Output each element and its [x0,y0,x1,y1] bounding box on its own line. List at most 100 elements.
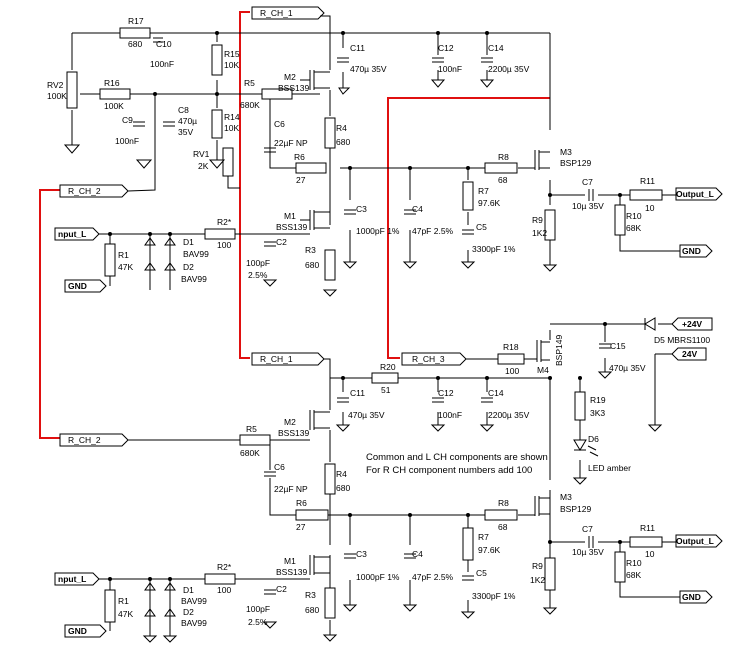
lbl-b-M4-val: BSP149 [554,335,564,366]
lbl-b-M3-val: BSP129 [560,504,591,514]
lbl-b-C6-val: 22µF NP [274,484,308,494]
lbl-b-R9-val: 1K2 [530,575,545,585]
R6-body-b [295,509,329,521]
R8-body-b [484,509,518,521]
lbl-b-R7-val: 97.6K [478,545,501,555]
junctions-top [108,31,622,236]
lbl-b-R8-ref: R8 [498,498,509,508]
lbl-b-R5-val: 680K [240,448,260,458]
lbl-R9-ref: R9 [532,215,543,225]
capacitors-top [133,37,594,247]
lbl-b-C2-val1: 100pF [246,604,270,614]
R20-body [371,372,399,384]
lbl-b-C14-val: 2200µ 35V [488,410,530,420]
diodes-top [144,237,176,271]
R11-body [629,189,663,201]
red-link-r-ch-3 [387,97,550,359]
flag-gnd-bottom-left [64,624,107,638]
R11-body-b [629,536,663,548]
wires-bottom [99,323,680,636]
resistors-bottom [104,353,663,623]
lbl-b-C7-val: 10µ 35V [572,547,604,557]
flag-output-bottom [675,534,723,548]
R16-body [99,88,131,100]
lbl-b-R1-ref: R1 [118,596,129,606]
lbl-b-R11-ref: R11 [640,523,655,533]
lbl-b-M2-val: BSS139 [278,428,309,438]
lbl-C10-ref: C10 [156,39,172,49]
note-line-1: Common and L CH components are shown [366,452,548,463]
flag-r-ch-2-top-text: R_CH_2 [68,186,101,196]
R19-body [574,391,586,421]
lbl-b-C11-ref: C11 [350,388,365,398]
flag-r-ch-1-bottom [251,352,325,366]
top-half: R_CH_1 R_CH_2 nput_L GND Output_L GND [47,6,723,297]
flag-24v-text: 24V [682,349,697,359]
lbl-R11-ref: R11 [640,176,655,186]
lbl-R8-ref: R8 [498,152,509,162]
flag-gnd-top-right-text: GND [682,246,701,256]
lbl-b-C5-ref: C5 [476,568,487,578]
lbl-b-D1-val: BAV99 [181,596,207,606]
lbl-C3-ref: C3 [356,204,367,214]
lbl-R4-val: 680 [336,137,350,147]
lbl-C8-val1: 470µ [178,116,197,126]
lbl-b-C4-val: 47pF 2.5% [412,572,454,582]
lbl-C8-val2: 35V [178,127,193,137]
R9-body [544,209,556,241]
flag-r-ch-2-bottom-text: R_CH_2 [68,435,101,445]
lbl-b-D2-ref: D2 [183,607,194,617]
flag-r-ch-3-text: R_CH_3 [412,354,445,364]
RV2-body [66,71,78,109]
flag-plus24v [671,317,713,331]
lbl-R1-val: 47K [118,262,133,272]
lbl-C8-ref: C8 [178,105,189,115]
bottom-half: R_CH_1 R_CH_3 R_CH_2 +24V 24V Output_L G… [54,317,723,643]
lbl-b-R3-val: 680 [305,605,319,615]
lbl-b-R18-ref: R18 [503,342,519,352]
lbl-RV2-val: 100K [47,91,67,101]
R17-body [119,27,151,39]
lbl-b-R7-ref: R7 [478,532,489,542]
lbl-b-R3-ref: R3 [305,590,316,600]
flag-output-top [675,187,723,201]
lbl-R10-val: 68K [626,223,641,233]
lbl-D1-val: BAV99 [183,249,209,259]
flag-r-ch-1-top-text: R_CH_1 [260,8,293,18]
lbl-C2-val2: 2.5% [248,270,268,280]
lbl-b-R10-val: 68K [626,570,641,580]
lbl-b-R19-val: 3K3 [590,408,605,418]
flag-input-bottom [54,572,100,586]
R8-body [484,162,518,174]
lbl-R14-val: 10K [224,123,239,133]
lbl-R2-ref: R2* [217,217,232,227]
flag-output-top-text: Output_L [676,189,714,199]
R3-body [324,249,336,281]
lbl-C7-val: 10µ 35V [572,201,604,211]
flag-gnd-top-right [679,244,713,258]
lbl-b-C12-val: 100nF [438,410,462,420]
lbl-C5-val: 3300pF 1% [472,244,516,254]
flag-input-top-text: nput_L [58,229,86,239]
lbl-b-M2-ref: M2 [284,417,296,427]
lbl-R5-val: 680K [240,100,260,110]
flag-input-top [54,227,100,241]
lbl-M2-val: BSS139 [278,83,309,93]
lbl-C4-val: 47pF 2.5% [412,226,454,236]
lbl-b-R20-val: 51 [381,385,391,395]
R18-body [497,353,525,365]
flag-24v [671,347,707,361]
lbl-C5-ref: C5 [476,222,487,232]
red-link-r-ch-2 [39,189,60,439]
lbl-C2-ref: C2 [276,237,287,247]
lbl-b-C7-ref: C7 [582,524,593,534]
lbl-C6-val: 22µF NP [274,138,308,148]
lbl-b-R6-ref: R6 [296,498,307,508]
R3-body-b [324,587,336,619]
lbl-b-R4-ref: R4 [336,469,347,479]
lbl-M1-val: BSS139 [276,222,307,232]
R2-body [204,228,236,240]
lbl-b-R2-ref: R2* [217,562,232,572]
diodes-bottom [144,317,656,617]
